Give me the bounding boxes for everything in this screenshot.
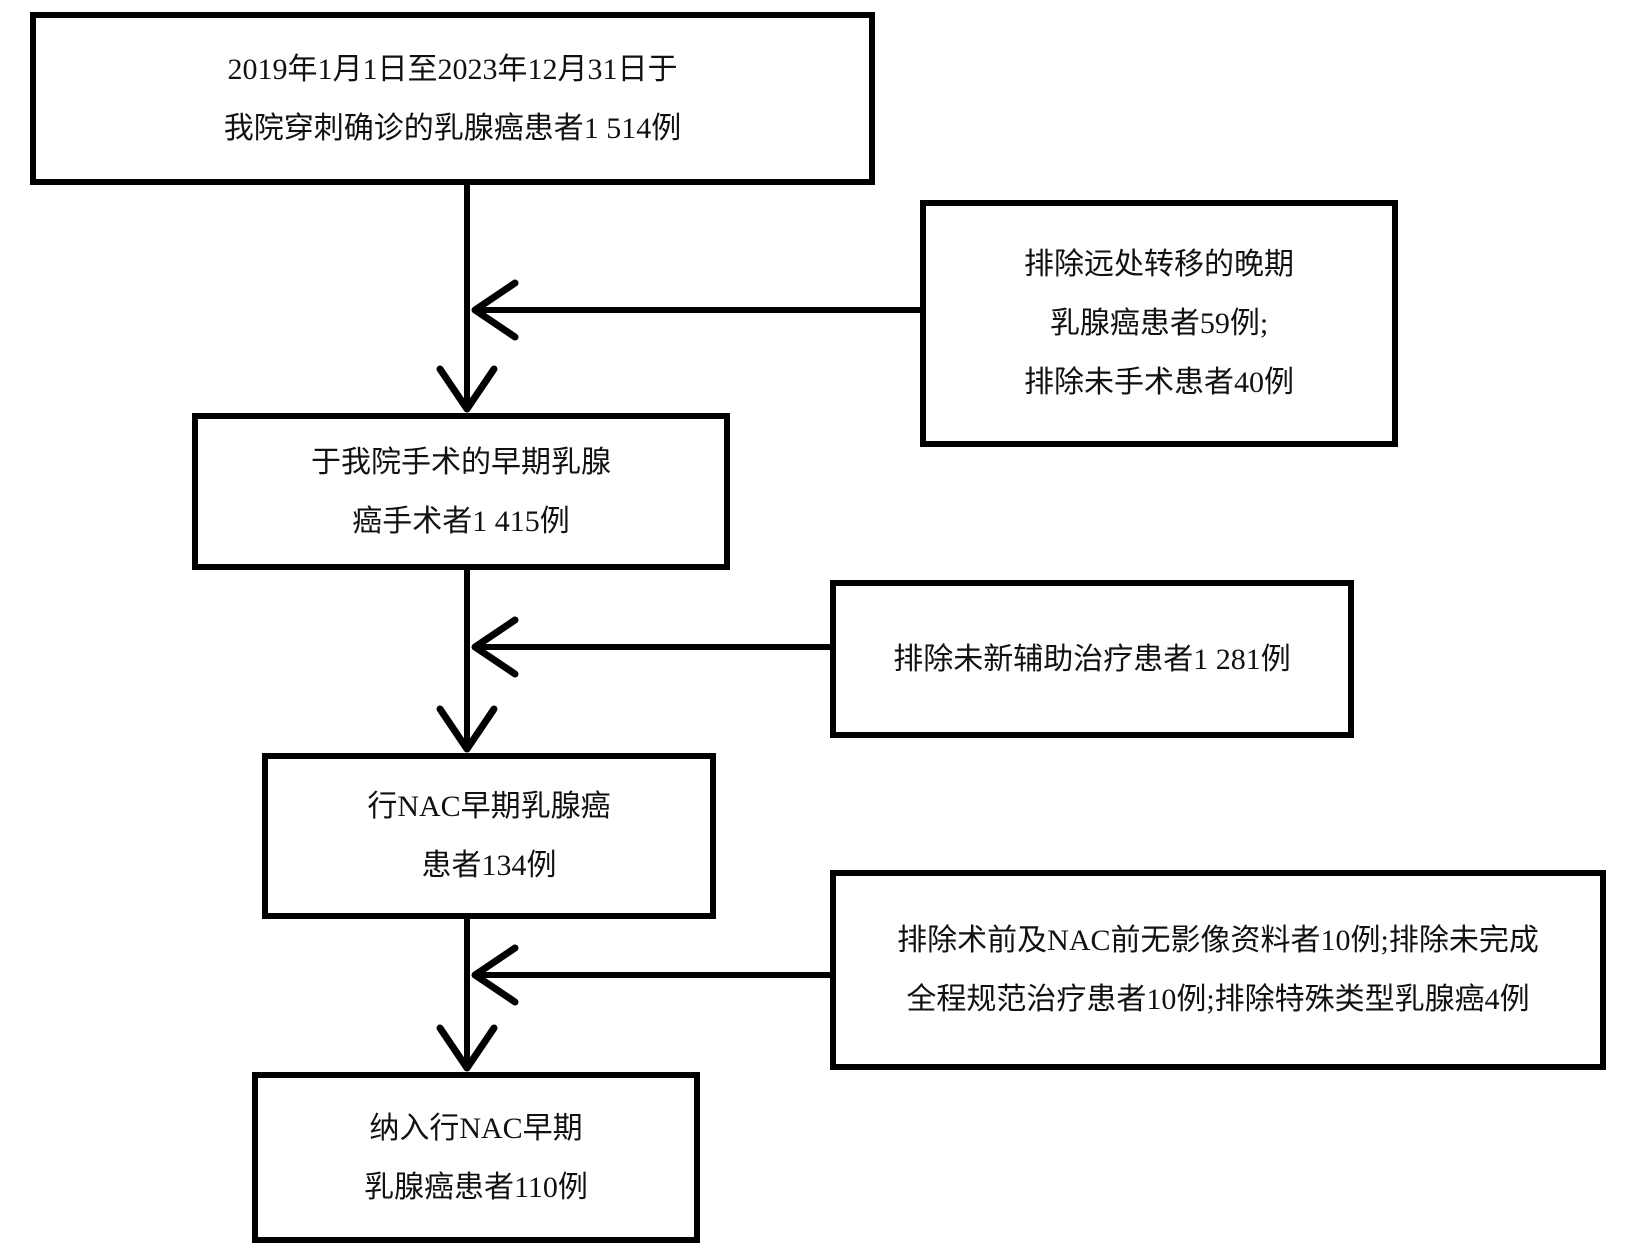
box-text-line: 癌手术者1 415例 bbox=[352, 504, 570, 538]
box-text-line: 排除术前及NAC前无影像资料者10例;排除未完成 bbox=[897, 924, 1539, 957]
box-text-line: 于我院手术的早期乳腺 bbox=[311, 445, 611, 479]
box-text-line: 乳腺癌患者110例 bbox=[364, 1170, 588, 1204]
box-text-line: 行NAC早期乳腺癌 bbox=[367, 790, 611, 823]
box-text-line: 纳入行NAC早期 bbox=[369, 1111, 583, 1145]
arrow-down-initial-to-surgery-icon bbox=[436, 180, 498, 413]
flow-box-exclusion-3: 排除术前及NAC前无影像资料者10例;排除未完成 全程规范治疗患者10例;排除特… bbox=[830, 870, 1606, 1070]
box-text-line: 排除远处转移的晚期 bbox=[1024, 248, 1294, 281]
flow-box-surgery-cohort: 于我院手术的早期乳腺 癌手术者1 415例 bbox=[192, 413, 730, 570]
flow-box-initial-cohort: 2019年1月1日至2023年12月31日于 我院穿刺确诊的乳腺癌患者1 514… bbox=[30, 12, 875, 185]
arrow-down-nac-to-final-icon bbox=[436, 914, 498, 1072]
flow-box-exclusion-2: 排除未新辅助治疗患者1 281例 bbox=[830, 580, 1354, 738]
arrow-left-exclusion-2-icon bbox=[471, 616, 835, 678]
arrow-down-surgery-to-nac-icon bbox=[436, 565, 498, 753]
box-text-line: 我院穿刺确诊的乳腺癌患者1 514例 bbox=[223, 111, 682, 145]
box-text-line: 乳腺癌患者59例; bbox=[1049, 307, 1269, 340]
flow-box-exclusion-1: 排除远处转移的晚期 乳腺癌患者59例; 排除未手术患者40例 bbox=[920, 200, 1398, 447]
box-text-line: 排除未手术患者40例 bbox=[1024, 366, 1294, 399]
arrow-left-exclusion-1-icon bbox=[471, 279, 925, 341]
box-text-line: 2019年1月1日至2023年12月31日于 bbox=[227, 52, 678, 86]
flow-box-nac-cohort: 行NAC早期乳腺癌 患者134例 bbox=[262, 753, 716, 919]
arrow-left-exclusion-3-icon bbox=[471, 944, 835, 1006]
flow-box-final-cohort: 纳入行NAC早期 乳腺癌患者110例 bbox=[252, 1072, 700, 1243]
box-text-line: 排除未新辅助治疗患者1 281例 bbox=[893, 642, 1291, 676]
box-text-line: 患者134例 bbox=[421, 849, 557, 882]
box-text-line: 全程规范治疗患者10例;排除特殊类型乳腺癌4例 bbox=[906, 983, 1530, 1016]
